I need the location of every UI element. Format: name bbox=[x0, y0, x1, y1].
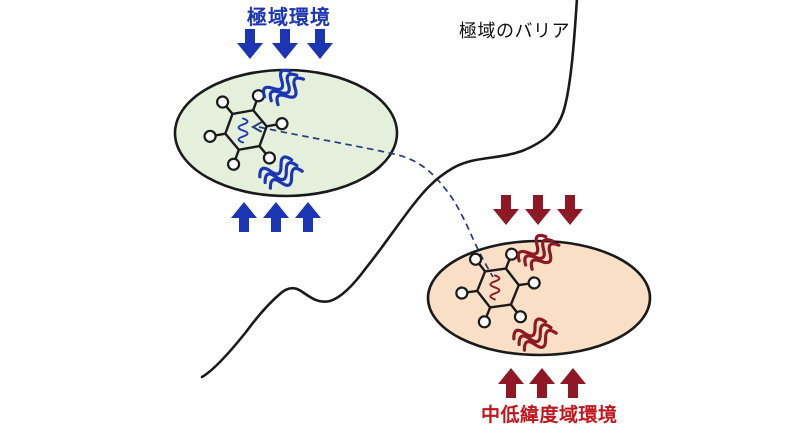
down-arrow-icon bbox=[493, 195, 519, 225]
midlat-env-label: 中低緯度域環境 bbox=[481, 404, 618, 426]
up-arrow-icon bbox=[498, 368, 524, 398]
dashed-line-arrowhead-icon bbox=[250, 121, 262, 133]
down-arrow-icon bbox=[237, 29, 263, 59]
polar-env-label: 極域環境 bbox=[247, 5, 331, 29]
polar-barrier-curve bbox=[200, 0, 579, 379]
midlat-down-arrows bbox=[493, 195, 583, 225]
up-arrow-icon bbox=[295, 202, 321, 232]
down-arrow-icon bbox=[307, 29, 333, 59]
down-arrow-icon bbox=[272, 29, 298, 59]
up-arrow-icon bbox=[263, 202, 289, 232]
up-arrow-icon bbox=[231, 202, 257, 232]
barrier-label: 極域のバリア bbox=[459, 21, 570, 42]
polar-up-arrows bbox=[231, 202, 321, 232]
down-arrow-icon bbox=[557, 195, 583, 225]
transport-dashed-line bbox=[258, 126, 494, 278]
polar-down-arrows bbox=[237, 29, 333, 59]
midlat-up-arrows bbox=[498, 368, 586, 398]
down-arrow-icon bbox=[525, 195, 551, 225]
up-arrow-icon bbox=[560, 368, 586, 398]
up-arrow-icon bbox=[529, 368, 555, 398]
